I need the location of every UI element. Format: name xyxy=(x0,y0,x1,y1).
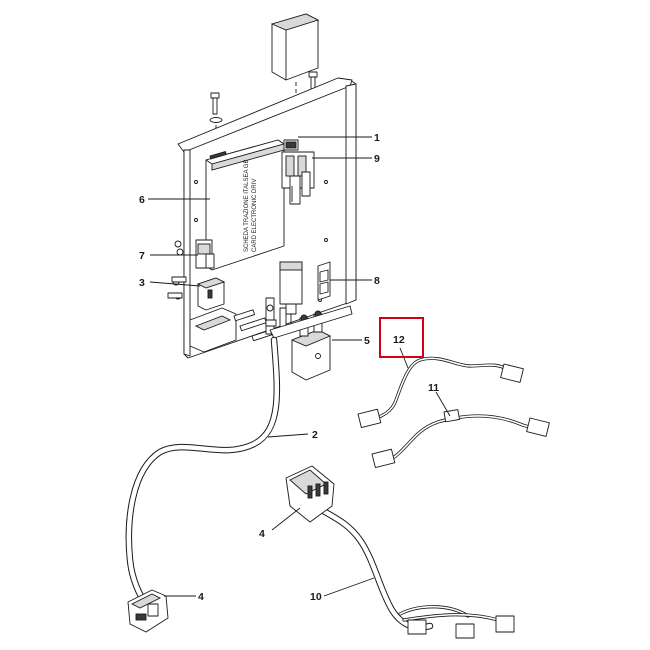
electronic-board-part: SCHEDA TRAZIONE ITALSEA GB CARD ELECTRON… xyxy=(205,139,285,271)
callout-3-label: 3 xyxy=(139,277,145,289)
callout-9-label: 9 xyxy=(374,153,380,165)
board-label-line-1: SCHEDA TRAZIONE ITALSEA GB xyxy=(244,160,250,252)
fuse-relay-block-part xyxy=(281,139,315,205)
lower-bracket-part xyxy=(189,297,353,353)
slot-bracket-part xyxy=(317,261,331,301)
callout-4-lower-label: 4 xyxy=(198,591,204,603)
callout-8-label: 8 xyxy=(374,275,380,287)
harness-11-12-part xyxy=(357,356,550,469)
contactor-part xyxy=(290,310,332,381)
svg-text:SCHEDA TRAZIONE ITALSEA GB: SCHEDA TRAZIONE ITALSEA GB CARD ELECTRON… xyxy=(244,158,258,252)
callout-7-label: 7 xyxy=(139,250,145,262)
top-cover-part xyxy=(270,13,320,81)
callout-10-label: 10 xyxy=(310,591,322,603)
harness-10-part xyxy=(285,465,515,639)
callout-11-label: 11 xyxy=(428,382,439,394)
relay-3-part xyxy=(167,276,226,311)
relay-small-part xyxy=(174,239,215,269)
callout-12-highlight-box xyxy=(379,317,424,358)
callout-12-label: 12 xyxy=(393,334,405,346)
callout-6-label: 6 xyxy=(139,194,145,206)
main-cable-part xyxy=(125,336,281,633)
callout-5-label: 5 xyxy=(364,335,370,347)
callout-4-upper-label: 4 xyxy=(259,528,265,540)
board-label-line-2: CARD ELECTRONIC DRIV xyxy=(252,179,258,252)
callout-2-label: 2 xyxy=(312,429,318,441)
leader-lines xyxy=(148,136,451,597)
callout-1-label: 1 xyxy=(374,132,380,144)
